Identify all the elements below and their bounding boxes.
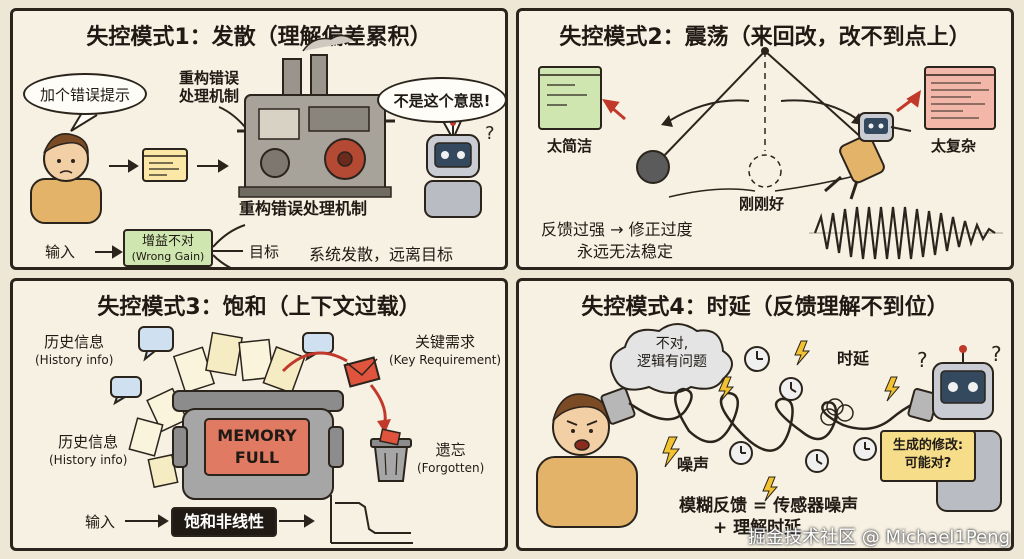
panel-divergence: 失控模式1：发散（理解偏差累积） [10,8,508,270]
noise-label: 噪声 [677,455,710,474]
gain-label-en: (Wrong Gain) [131,250,205,263]
panel-delay: 失控模式4：时延（反馈理解不到位） [516,278,1014,551]
history-info-label-bottom-en: (History info) [49,453,128,467]
speech-bubble-request: 加个错误提示 [23,73,147,115]
noise-lightning-icon [662,340,901,502]
complaint-text: 不对, 逻辑有问题 [629,335,715,371]
panel1-title: 失控模式1：发散（理解偏差累积） [86,25,432,50]
delay-equation-line2: + 理解时延 [713,518,802,538]
panel4-title: 失控模式4：时延（反馈理解不到位） [581,295,949,320]
saturation-curve [330,495,413,544]
input-label: 输入 [45,243,76,261]
oscillation-note-line1: 反馈过强 → 修正过度 [541,220,693,239]
history-info-label-top-zh: 历史信息 [44,333,105,351]
pendulum-icon [636,47,864,198]
tangled-string [628,387,916,452]
key-requirement-label-en: (Key Requirement) [389,353,502,367]
complaint-text-line1: 不对, [655,336,689,352]
key-requirement-label: 关键需求 (Key Requirement) [389,333,501,369]
memory-full-line2: FULL [234,448,280,467]
forgotten-label-en: (Forgotten) [417,461,485,475]
svg-text:?: ? [485,123,495,144]
robot-sign-line1: 生成的修改: [892,438,964,453]
tangle-knot [820,398,854,426]
forgotten-label-zh: 遗忘 [435,441,466,459]
document-pile [128,331,306,489]
trash-bin-icon [370,428,412,482]
flow-arrow [109,159,229,173]
person-figure [536,393,638,528]
too-complex-label: 太复杂 [931,137,977,155]
panel2-title: 失控模式2：震荡（来回改，改不到点上） [559,25,971,50]
tin-can-left-icon [600,387,636,425]
oscillation-note-line2: 永远无法稳定 [577,242,674,261]
machine-caption: 重构错误处理机制 [239,199,368,218]
envelope-icon [343,356,381,388]
history-info-label-top-en: (History info) [35,353,114,367]
input-label: 输入 [85,513,116,531]
panel-oscillation: 失控模式2：震荡（来回改，改不到点上） [516,8,1014,270]
memory-container-icon [172,390,344,500]
oscillation-wave [813,206,996,260]
just-right-label: 刚刚好 [739,195,785,213]
saturation-flow [125,514,315,528]
svg-text:?: ? [917,348,928,372]
target-label: 目标 [249,243,280,261]
robot-figure [824,112,912,200]
panel3-title: 失控模式3：饱和（上下文过载） [97,295,421,320]
too-concise-label: 太简洁 [547,137,593,155]
delay-equation: 模糊反馈 = 传感器噪声 + 理解时延 [679,495,858,539]
panel-saturation: 失控模式3：饱和（上下文过载） [10,278,508,551]
panel4-illustration: ? ? [536,323,1002,528]
oscillation-note: 反馈过强 → 修正过度 永远无法稳定 [541,219,693,263]
panel2-illustration [538,47,1003,260]
machine-top-label-line2: 处理机制 [179,87,240,105]
speech-bubble-objection: 不是这个意思! [377,77,505,123]
clock-icon [729,346,877,473]
panel1-illustration: ? [30,34,495,267]
gain-label: 增益不对 [141,234,194,249]
memory-full-line1: MEMORY [217,426,297,445]
machine-top-label-line1: 重构错误 [179,69,240,87]
forgotten-label: 遗忘 (Forgotten) [417,441,484,477]
robot-sign-text: 生成的修改: 可能对? [883,437,973,473]
delay-equation-line1: 模糊反馈 = 传感器噪声 [679,496,859,516]
concise-code-window-icon [538,66,602,130]
history-info-label-bottom-zh: 历史信息 [58,433,119,451]
svg-text:?: ? [991,342,1002,366]
chat-bubble-icon [110,326,334,406]
complex-code-window-icon [924,66,996,130]
wrong-gain-box: 增益不对 (Wrong Gain) [123,229,213,267]
watermark: 掘金技术社区 @ Michael1Peng [748,527,1010,548]
machine-icon [237,34,395,198]
memory-full-label: MEMORY FULL [205,425,309,469]
robot-figure: ? ? [917,342,1002,512]
sign-board [880,430,976,482]
panel3-illustration [110,326,413,544]
history-info-label-bottom: 历史信息 (History info) [49,433,127,469]
complaint-text-line2: 逻辑有问题 [637,354,707,370]
gain-flow [95,224,246,267]
key-requirement-label-zh: 关键需求 [415,333,476,351]
code-window-icon [142,148,188,182]
machine-top-label: 重构错误 处理机制 [179,69,239,105]
person-figure [30,133,102,224]
saturation-nonlinear-box: 饱和非线性 [171,507,277,537]
robot-figure: ? [424,120,495,218]
delay-label: 时延 [837,349,870,368]
robot-sign-line2: 可能对? [904,456,952,471]
divergence-result: 系统发散，远离目标 [309,245,454,264]
history-info-label-top: 历史信息 (History info) [35,333,113,369]
